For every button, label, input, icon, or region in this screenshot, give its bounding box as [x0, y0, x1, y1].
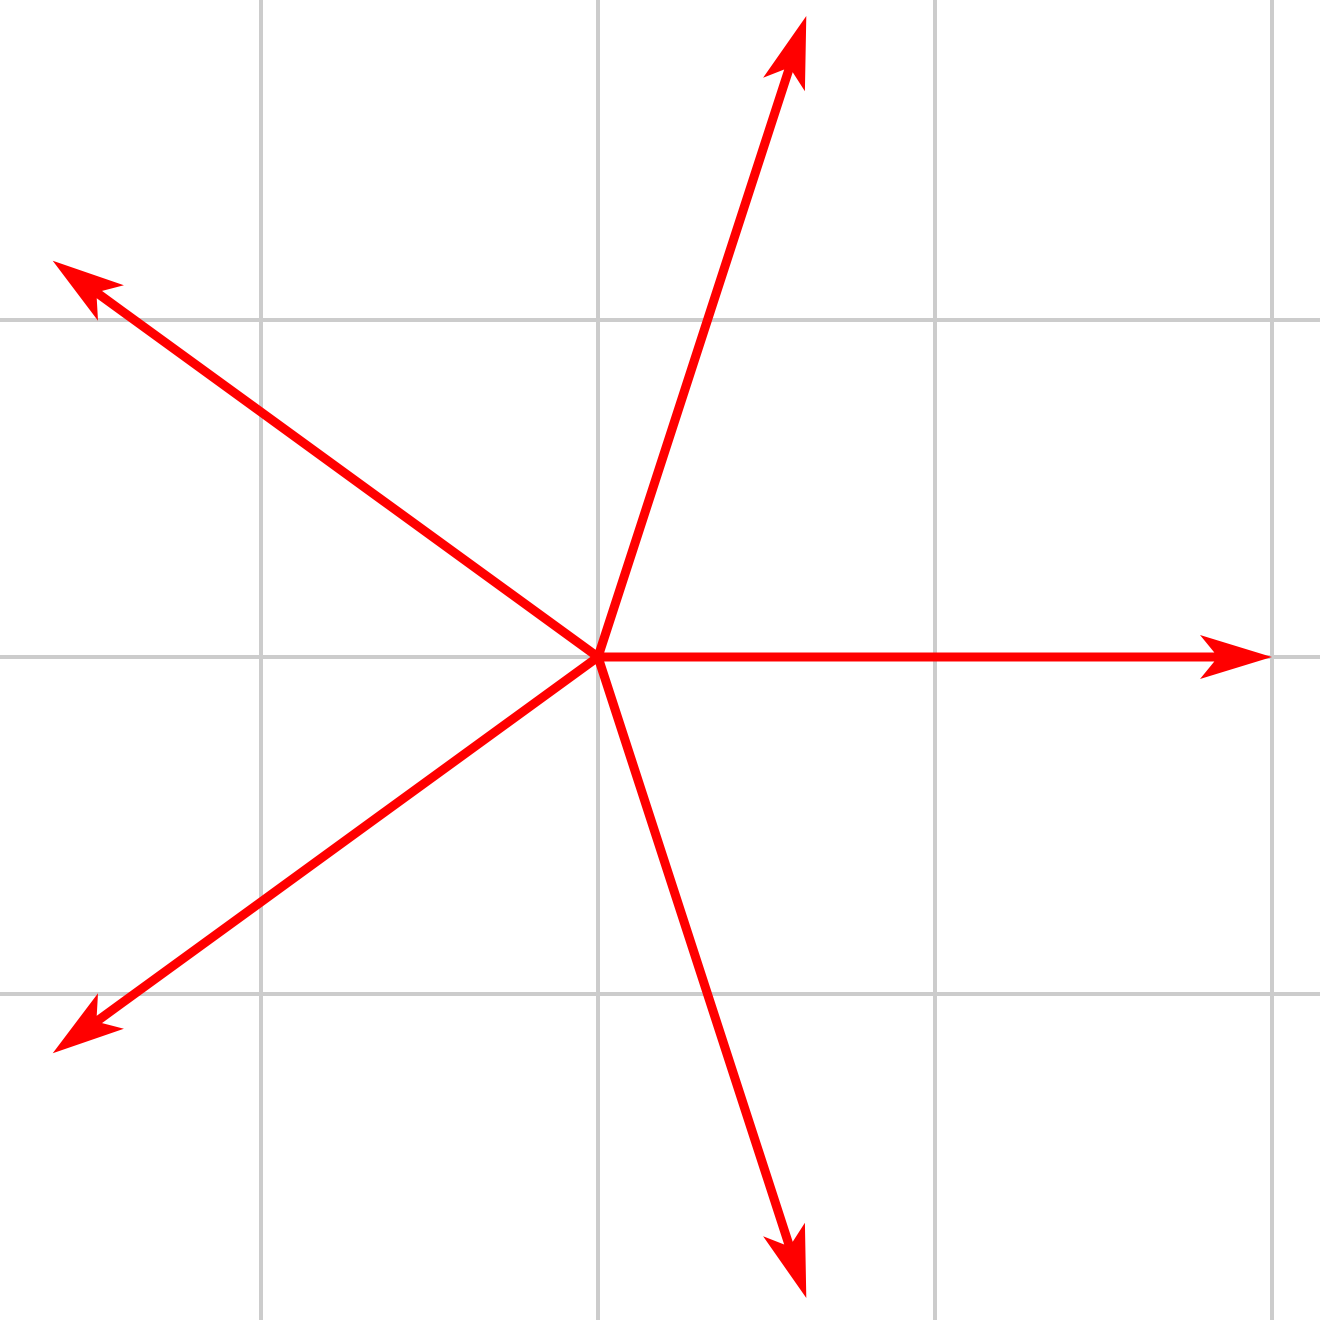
vector-shaft: [91, 287, 603, 662]
arrowhead-icon: [1200, 635, 1272, 679]
vector-arrow: [593, 652, 807, 1298]
vector-arrow: [593, 16, 807, 662]
arrowhead-icon: [763, 16, 807, 92]
vector-shaft: [593, 62, 795, 662]
vectors: [52, 16, 1272, 1298]
vector-shaft: [593, 652, 795, 1252]
arrowhead-icon: [52, 993, 124, 1054]
arrowhead-icon: [52, 260, 124, 321]
vector-arrow: [52, 260, 603, 662]
vector-shaft: [91, 652, 603, 1027]
vector-arrow: [52, 652, 603, 1054]
vector-arrow: [593, 635, 1272, 679]
arrowhead-icon: [763, 1222, 807, 1298]
